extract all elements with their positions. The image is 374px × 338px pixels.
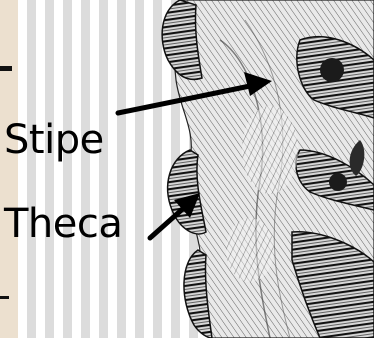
stipe-label: Stipe bbox=[4, 120, 104, 160]
side-panel bbox=[0, 0, 18, 338]
side-panel-mark bbox=[0, 296, 9, 299]
fossil-image bbox=[150, 0, 374, 338]
side-panel-mark bbox=[0, 66, 12, 71]
theca-label: Theca bbox=[4, 204, 122, 244]
